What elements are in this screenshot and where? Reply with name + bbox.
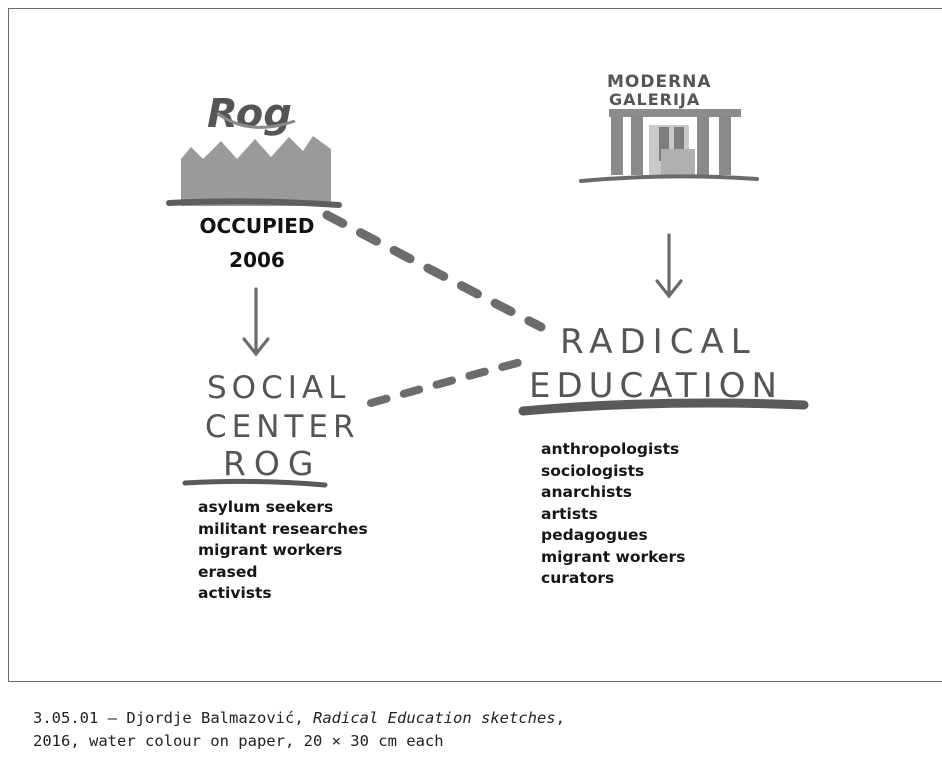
radical-education-title: RADICAL EDUCATION [518,322,809,416]
caption-details: 2016, water colour on paper, 20 × 30 cm … [33,732,444,750]
moderna-galerija-illustration: MODERNA GALERIJA [579,72,759,183]
occupied-label: OCCUPIED [199,214,315,238]
list-item: activists [198,584,272,602]
list-item: anthropologists [541,440,680,458]
list-item: pedagogues [541,526,648,544]
diagram-frame: Rog MODERNA GALERIJA [8,8,942,682]
social-center-rog-title: SOCIAL CENTER ROG [182,370,359,488]
occupied-year-label: 2006 [229,248,285,272]
list-item: anarchists [541,483,632,501]
radical-education-members-list: anthropologists sociologists anarchists … [541,439,685,590]
list-item: sociologists [541,461,645,480]
radical-education-line1: RADICAL [560,322,757,362]
list-item: migrant workers [541,547,686,566]
social-center-line3: ROG [223,444,321,483]
list-item: artists [541,504,598,523]
arrow-moderna-to-radical-education [655,233,683,299]
caption-dash: – [107,709,118,727]
caption-comma: , [555,709,565,727]
moderna-sign-line2: GALERIJA [609,90,700,109]
caption-line-1: 3.05.01 – Djordje Balmazović, Radical Ed… [33,707,565,730]
dashed-link-social-center-to-radical-education [367,358,525,407]
rog-factory-illustration: Rog [166,91,342,208]
caption-work-title: Radical Education sketches [313,709,556,727]
dashed-link-rog-to-radical-education [322,210,546,332]
list-item: curators [541,569,615,587]
list-item: militant researches [198,519,368,538]
caption-author: Djordje Balmazović, [126,709,304,727]
list-item: migrant workers [198,541,343,559]
social-center-line2: CENTER [205,409,359,445]
social-center-line1: SOCIAL [207,370,350,406]
figure-caption: 3.05.01 – Djordje Balmazović, Radical Ed… [33,707,565,753]
arrow-rog-to-social-center [242,287,270,357]
diagram-drawing: Rog MODERNA GALERIJA [166,72,809,488]
list-item: asylum seekers [198,498,334,516]
rog-sign-text: Rog [207,91,292,137]
social-center-members-list: asylum seekers militant researches migra… [198,497,368,605]
caption-number: 3.05.01 [33,709,99,727]
moderna-sign-line1: MODERNA [607,72,712,92]
list-item: erased [198,562,258,581]
